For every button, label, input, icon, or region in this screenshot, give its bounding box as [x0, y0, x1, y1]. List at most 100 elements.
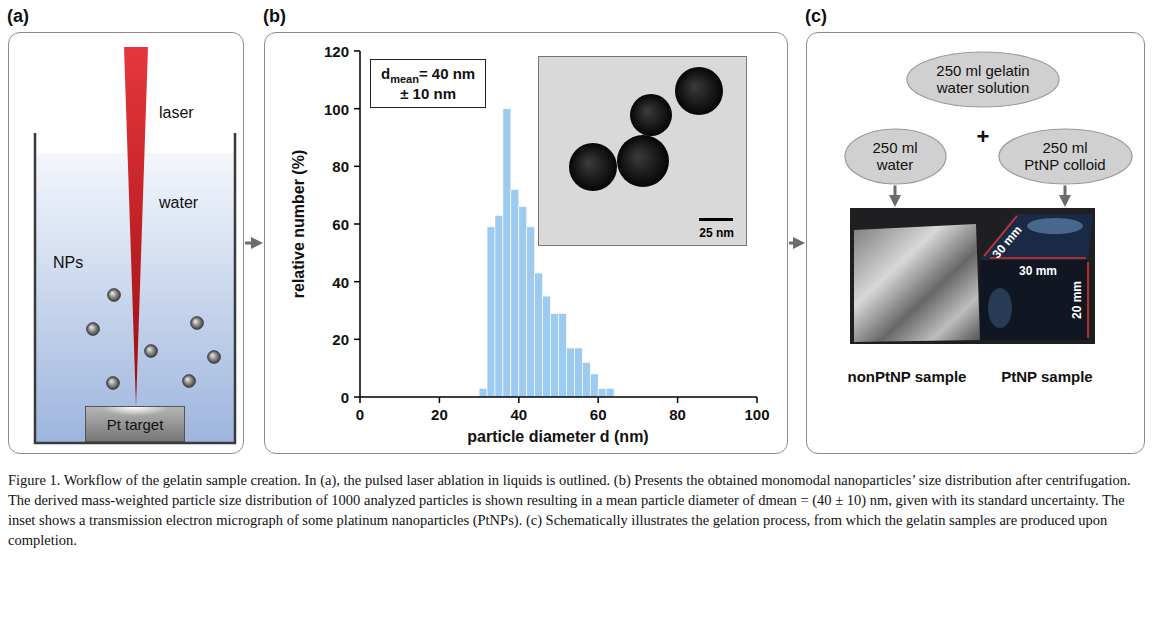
ellipse-shape	[907, 52, 1059, 107]
histogram-bar	[527, 227, 535, 397]
histogram-bar	[598, 388, 606, 397]
target-block: Pt target	[85, 406, 185, 442]
axis-tick	[354, 396, 360, 398]
ellipse-shape	[845, 129, 946, 184]
tick-label: 40	[510, 406, 527, 423]
histogram-bar	[535, 273, 543, 397]
panel-label: (a)	[7, 6, 29, 27]
histogram-bar	[543, 296, 551, 397]
histogram-bar	[519, 207, 527, 397]
stats-text: = 40 nm	[419, 65, 475, 82]
nanoparticle	[208, 351, 221, 364]
platinum-particle	[675, 67, 723, 115]
axis-tick	[354, 166, 360, 168]
sample-photograph	[850, 208, 1095, 344]
platinum-particle	[569, 143, 617, 191]
platinum-particle	[617, 135, 669, 187]
axis-tick	[354, 223, 360, 225]
nanoparticle	[87, 323, 100, 336]
stats-box: dmean= 40 nm± 10 nm	[370, 59, 486, 108]
histogram-bar	[574, 348, 582, 397]
tem-micrograph	[539, 57, 747, 246]
histogram-bar	[606, 388, 614, 397]
axis-tick	[597, 397, 599, 403]
axis-tick	[359, 397, 361, 403]
tick-label: 80	[332, 158, 349, 175]
nanoparticle	[108, 289, 121, 302]
stats-text: d	[381, 65, 390, 82]
nonptnp-block	[854, 224, 980, 342]
axis-tick	[756, 397, 758, 403]
flow-arrow	[245, 242, 256, 245]
histogram-bar	[479, 388, 487, 397]
sample-photo: 30 mm30 mm20 mm	[850, 208, 1095, 344]
histogram-bar	[511, 189, 519, 397]
tick-label: 0	[356, 406, 364, 423]
beaker-illustration	[9, 33, 245, 455]
panel-frame: dmean= 40 nm± 10 nm25 nm(b)0204060801001…	[264, 32, 788, 454]
histogram-bar	[487, 227, 495, 397]
flow-arrow	[894, 186, 897, 201]
solution-label: 250 ml PtNP colloid	[1024, 139, 1107, 173]
tick-label: 20	[332, 331, 349, 348]
tick-label: 20	[431, 406, 448, 423]
axis-tick	[677, 397, 679, 403]
histogram-bar	[590, 374, 598, 397]
solution-label: 250 ml water	[865, 139, 925, 173]
solution-label: 250 ml gelatin water solution	[935, 62, 1031, 96]
nanoparticle	[107, 377, 120, 390]
part-label: laser	[159, 104, 194, 122]
axis-line	[360, 51, 757, 397]
dimension-line	[984, 216, 1088, 338]
panel-frame: 250 ml gelatin water solution 250 ml wate…	[806, 32, 1145, 454]
histogram-bar	[582, 362, 590, 397]
figure-caption: Figure 1. Workflow of the gelatin sample…	[8, 470, 1145, 550]
tick-label: 60	[590, 406, 607, 423]
blue-glint	[988, 288, 1012, 328]
dimension-label: 20 mm	[1070, 281, 1084, 319]
stats-text: ± 10 nm	[400, 85, 456, 102]
tem-inset: 25 nm	[538, 56, 747, 246]
axis-tick	[354, 108, 360, 110]
stats-line: ± 10 nm	[381, 85, 475, 102]
axis-tick	[354, 339, 360, 341]
ellipse-shape	[999, 129, 1132, 184]
flow-arrow	[1064, 186, 1067, 201]
solution-ellipse: 250 ml PtNP colloid	[998, 128, 1133, 185]
axis-title: particle diameter d (nm)	[467, 428, 648, 446]
tick-label: 80	[669, 406, 686, 423]
tick-label: 100	[744, 406, 769, 423]
ptnp-block	[980, 260, 1088, 340]
photo-ground	[850, 208, 1095, 344]
solution-ellipse: 250 ml water	[844, 128, 947, 185]
plus-sign: +	[977, 124, 990, 150]
part-label: water	[159, 194, 198, 212]
platinum-particle	[630, 94, 672, 136]
sample-label: PtNP sample	[1001, 368, 1092, 385]
panel-frame: Pt target(a)laserwaterNPs	[8, 32, 244, 454]
tick-label: 0	[341, 389, 349, 406]
histogram-bar	[559, 313, 567, 397]
nanoparticle	[145, 345, 158, 358]
dimension-label: 30 mm	[1019, 264, 1057, 278]
tick-label: 120	[324, 43, 349, 60]
part-label: NPs	[53, 254, 83, 272]
histogram-bar	[503, 109, 511, 397]
flow-arrow	[789, 242, 798, 245]
tick-label: 100	[324, 100, 349, 117]
solution-ellipse: 250 ml gelatin water solution	[906, 51, 1060, 108]
target-label: Pt target	[107, 416, 164, 433]
scale-bar	[699, 218, 733, 221]
panel-label: (b)	[263, 6, 286, 27]
stats-line: dmean= 40 nm	[381, 65, 475, 85]
histogram-bar	[495, 215, 503, 397]
tick-label: 40	[332, 273, 349, 290]
histogram-bar	[566, 348, 574, 397]
axis-tick	[354, 281, 360, 283]
nanoparticle	[191, 317, 204, 330]
axis-tick	[518, 397, 520, 403]
scale-label: 25 nm	[699, 226, 734, 240]
sample-label: nonPtNP sample	[848, 368, 967, 385]
axis-tick	[354, 50, 360, 52]
panel-label: (c)	[805, 6, 827, 27]
